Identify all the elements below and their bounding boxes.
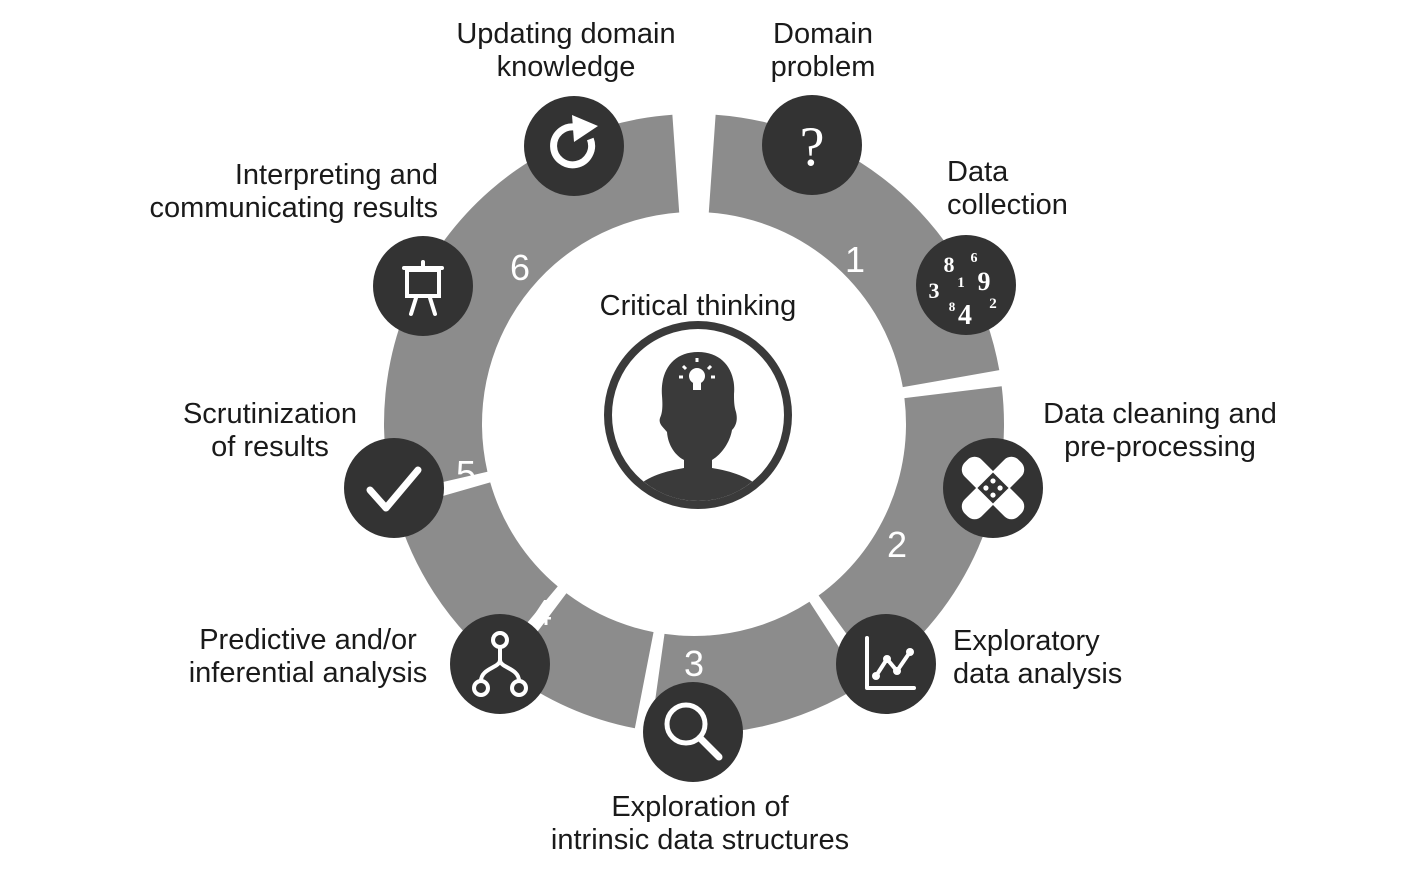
- magnifier-icon: [643, 682, 743, 782]
- svg-text:4: 4: [958, 300, 972, 331]
- step-number-2: 2: [887, 524, 907, 565]
- refresh-arrow-icon: [524, 96, 624, 196]
- head-lightbulb-icon: [604, 321, 792, 509]
- step-number-5: 5: [456, 453, 476, 494]
- svg-text:6: 6: [971, 251, 978, 266]
- step-number-1: 1: [845, 239, 865, 280]
- svg-text:1: 1: [957, 275, 965, 291]
- line-chart-icon: [836, 614, 936, 714]
- step-number-6: 6: [510, 247, 530, 288]
- numbers-icon: 8 6 1 9 3 8 4 2: [916, 235, 1016, 335]
- center-label: Critical thinking: [599, 290, 797, 322]
- svg-text:8: 8: [949, 299, 956, 314]
- svg-text:8: 8: [944, 252, 955, 277]
- question-mark-icon: ?: [762, 95, 862, 195]
- step-number-4: 4: [532, 592, 552, 633]
- ring-segment-4: [507, 593, 654, 729]
- ring-segment-6: [384, 114, 680, 494]
- step-number-3: 3: [684, 643, 704, 684]
- svg-text:2: 2: [989, 296, 997, 312]
- ring-segment-5: [396, 482, 558, 662]
- svg-text:9: 9: [978, 267, 991, 296]
- branch-icon: [450, 614, 550, 714]
- presentation-easel-icon: [373, 236, 473, 336]
- bandage-icon: [943, 438, 1043, 538]
- svg-text:3: 3: [929, 278, 940, 303]
- checkmark-icon: [344, 438, 444, 538]
- svg-text:?: ?: [800, 116, 825, 178]
